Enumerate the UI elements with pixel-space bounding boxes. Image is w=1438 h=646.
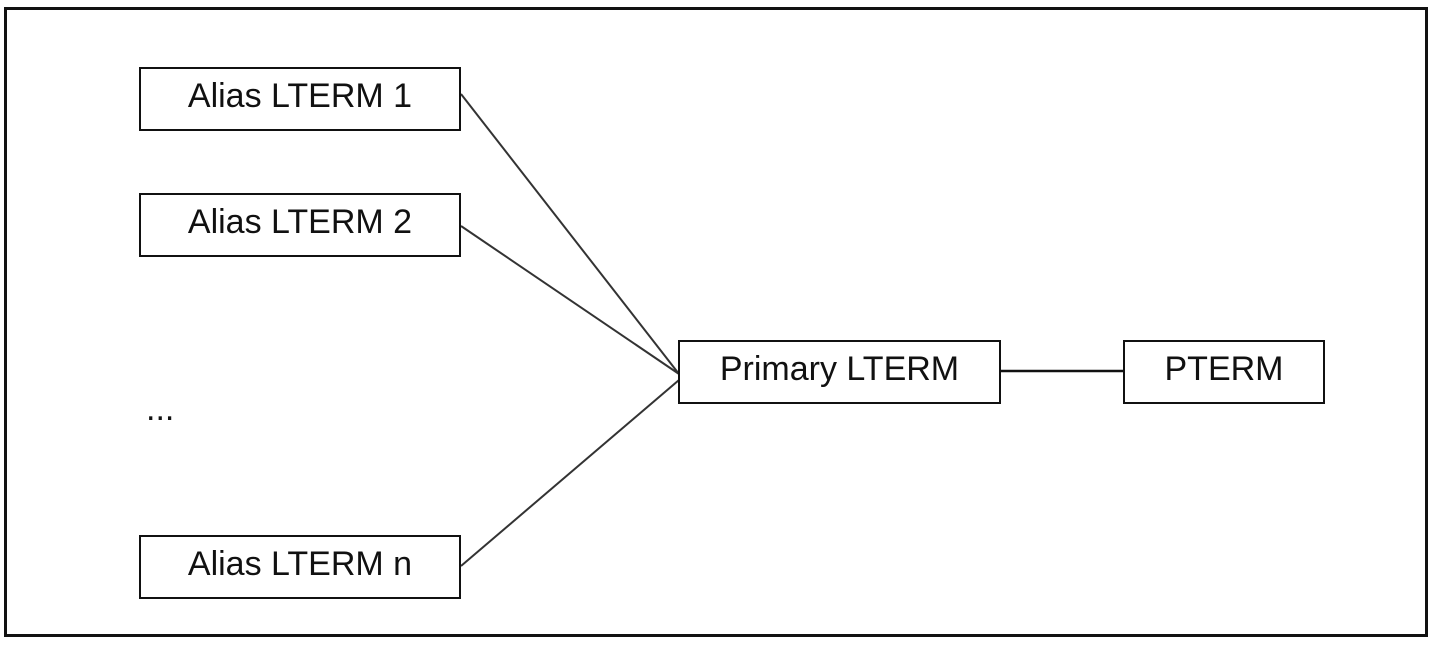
node-pterm: PTERM — [1123, 340, 1325, 404]
node-label: PTERM — [1164, 350, 1284, 388]
edge-alias-2-to-primary — [460, 225, 680, 375]
edge-alias-n-to-primary — [460, 379, 680, 567]
node-label: Alias LTERM 1 — [187, 77, 413, 115]
edge-alias-1-to-primary — [460, 93, 680, 375]
node-alias-lterm-1: Alias LTERM 1 — [139, 67, 461, 131]
node-label: Primary LTERM — [719, 350, 960, 388]
diagram-frame — [4, 7, 1428, 637]
node-label: Alias LTERM n — [187, 545, 413, 583]
node-primary-lterm: Primary LTERM — [678, 340, 1001, 404]
node-alias-lterm-2: Alias LTERM 2 — [139, 193, 461, 257]
node-label: Alias LTERM 2 — [187, 203, 413, 241]
node-alias-lterm-n: Alias LTERM n — [139, 535, 461, 599]
ellipsis-marker: ... — [146, 390, 175, 428]
